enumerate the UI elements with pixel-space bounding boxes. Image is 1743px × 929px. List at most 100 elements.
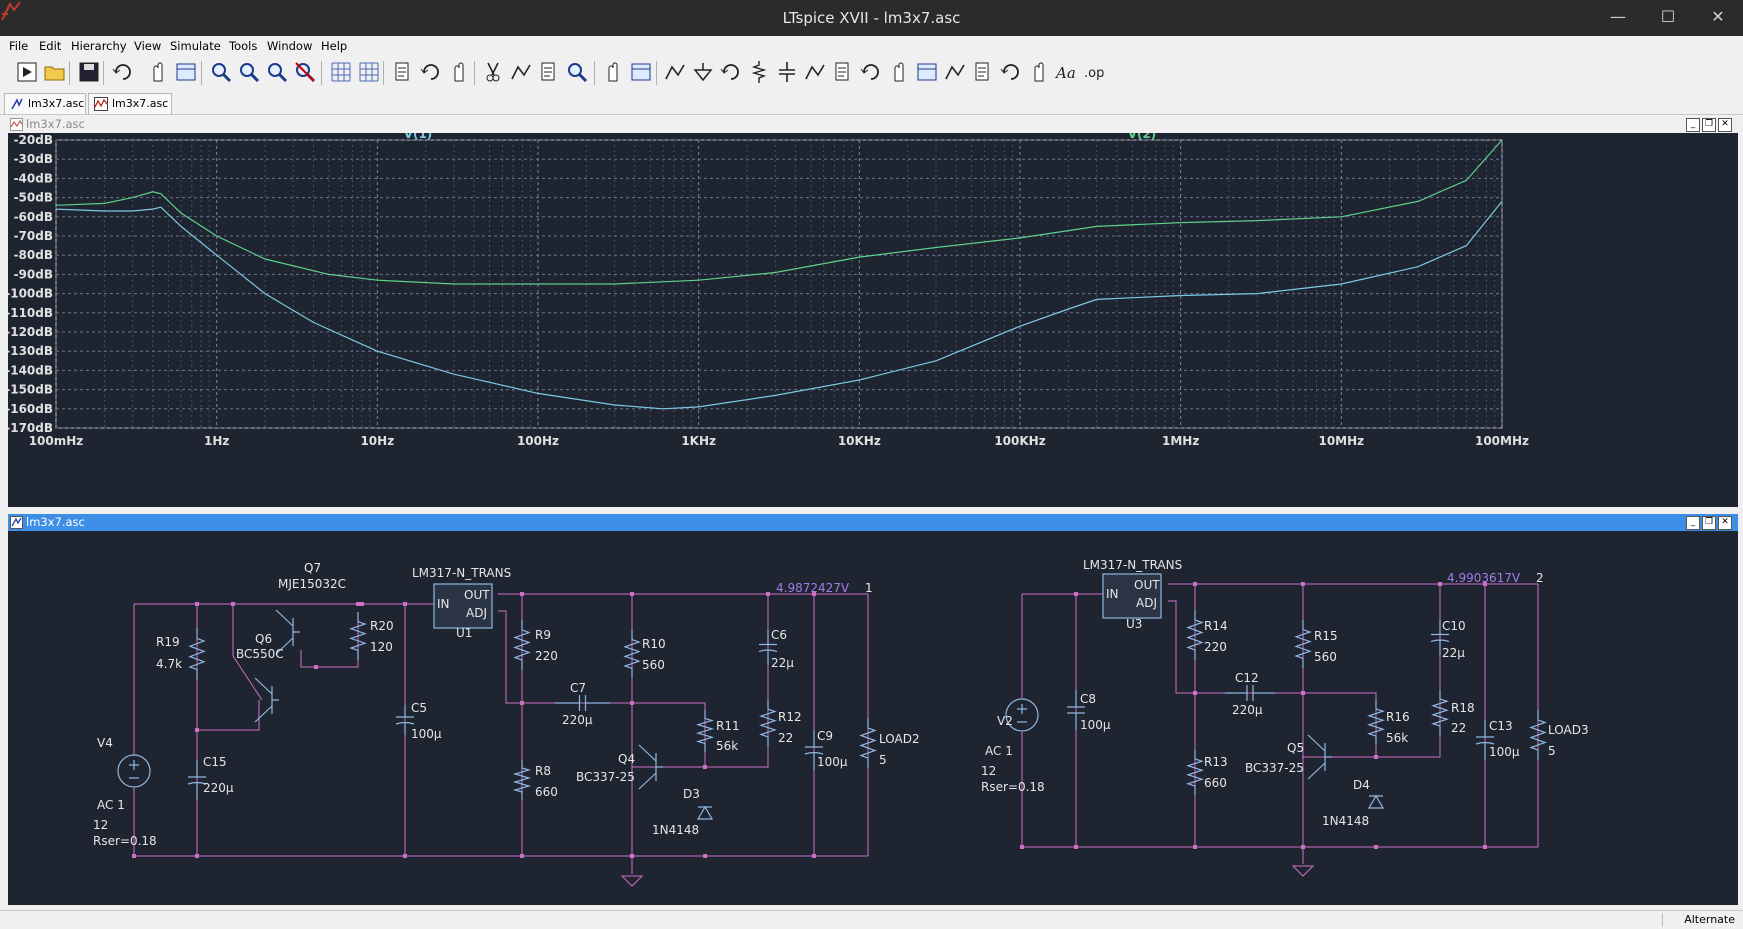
junction bbox=[766, 592, 770, 596]
junction bbox=[360, 602, 364, 606]
resistor-r12 bbox=[759, 700, 777, 746]
maximize-button[interactable]: ☐ bbox=[1660, 7, 1676, 26]
text-icon[interactable]: Aa bbox=[1054, 59, 1080, 85]
svg-text:.op: .op bbox=[1084, 66, 1104, 81]
source-v4-ac: AC 1 bbox=[97, 798, 125, 812]
plot-minimize-button[interactable]: _ bbox=[1686, 118, 1700, 132]
close-button[interactable]: ✕ bbox=[1711, 7, 1725, 26]
menu-file[interactable]: File bbox=[9, 39, 29, 53]
rotate-icon[interactable] bbox=[998, 59, 1024, 85]
redo-icon[interactable] bbox=[970, 59, 996, 85]
load2-name: LOAD2 bbox=[879, 732, 920, 746]
source-v2-rser: Rser=0.18 bbox=[981, 780, 1045, 794]
y-tick-label: -120dB bbox=[8, 325, 53, 339]
schematic-icon bbox=[10, 516, 23, 529]
zoom-area-icon[interactable] bbox=[236, 59, 262, 85]
title-bar: LTspice XVII - lm3x7.asc — ☐ ✕ bbox=[0, 0, 1743, 36]
paste-icon[interactable] bbox=[536, 59, 562, 85]
menu-edit[interactable]: Edit bbox=[39, 39, 62, 53]
plot-restore-button[interactable]: ❐ bbox=[1702, 118, 1716, 132]
c10-value: 22µ bbox=[1442, 646, 1465, 660]
x-tick-label: 10Hz bbox=[360, 434, 394, 448]
move-icon[interactable] bbox=[886, 59, 912, 85]
q4-name: Q4 bbox=[618, 752, 635, 766]
draw-wire-icon[interactable] bbox=[662, 59, 688, 85]
q5-name: Q5 bbox=[1287, 741, 1304, 755]
spice-directive-icon[interactable]: .op bbox=[1082, 59, 1108, 85]
ground-symbol-2 bbox=[1291, 865, 1315, 877]
cut-icon[interactable] bbox=[480, 59, 506, 85]
find-icon[interactable] bbox=[564, 59, 590, 85]
diode-icon[interactable] bbox=[830, 59, 856, 85]
junction bbox=[630, 701, 634, 705]
tile-icon[interactable] bbox=[446, 59, 472, 85]
control-panel-icon[interactable] bbox=[110, 59, 136, 85]
pan-hand-icon[interactable] bbox=[173, 59, 199, 85]
regulator-u1 bbox=[433, 583, 493, 629]
q5-model: BC337-25 bbox=[1245, 761, 1304, 775]
c10-name: C10 bbox=[1442, 619, 1466, 633]
grid-icon[interactable] bbox=[356, 59, 382, 85]
y-tick-label: -110dB bbox=[8, 306, 53, 320]
schematic-restore-button[interactable]: ❐ bbox=[1702, 516, 1716, 530]
tile-horizontal-icon[interactable] bbox=[390, 59, 416, 85]
zoom-out-icon[interactable] bbox=[264, 59, 290, 85]
copy-icon[interactable] bbox=[508, 59, 534, 85]
drag-icon[interactable] bbox=[914, 59, 940, 85]
capacitor-c13 bbox=[1475, 720, 1495, 760]
menu-tools[interactable]: Tools bbox=[229, 39, 258, 53]
print-icon[interactable] bbox=[628, 59, 654, 85]
menu-simulate[interactable]: Simulate bbox=[170, 39, 221, 53]
junction bbox=[132, 854, 136, 858]
open-icon[interactable] bbox=[42, 59, 68, 85]
menu-window[interactable]: Window bbox=[267, 39, 313, 53]
tab-waveform[interactable]: lm3x7.asc bbox=[88, 93, 172, 114]
legend-label-v1: V(1) bbox=[404, 133, 433, 141]
ground-icon[interactable] bbox=[690, 59, 716, 85]
resistor-icon[interactable] bbox=[746, 59, 772, 85]
u1-out-pin: OUT bbox=[464, 588, 490, 602]
r15-value: 560 bbox=[1314, 650, 1337, 664]
y-tick-label: -30dB bbox=[14, 152, 53, 166]
junction bbox=[1074, 845, 1078, 849]
menu-view[interactable]: View bbox=[134, 39, 162, 53]
plot-close-button[interactable]: ✕ bbox=[1718, 118, 1732, 132]
r16-value: 56k bbox=[1386, 731, 1408, 745]
schematic-minimize-button[interactable]: _ bbox=[1686, 516, 1700, 530]
print-setup-icon[interactable] bbox=[600, 59, 626, 85]
wire bbox=[498, 610, 706, 768]
menu-hierarchy[interactable]: Hierarchy bbox=[71, 39, 127, 53]
q7-model: MJE15032C bbox=[278, 577, 346, 591]
wire bbox=[232, 604, 263, 701]
inductor-icon[interactable] bbox=[802, 59, 828, 85]
autorange-icon[interactable] bbox=[328, 59, 354, 85]
run-icon[interactable] bbox=[14, 59, 40, 85]
undo-icon[interactable] bbox=[942, 59, 968, 85]
waveform-icon bbox=[10, 118, 23, 131]
zoom-in-icon[interactable] bbox=[208, 59, 234, 85]
ltspice-logo-icon bbox=[0, 0, 22, 22]
capacitor-c10 bbox=[1430, 620, 1450, 655]
zoom-cancel-icon[interactable] bbox=[292, 59, 318, 85]
cascade-icon[interactable] bbox=[418, 59, 444, 85]
minimize-button[interactable]: — bbox=[1610, 7, 1626, 26]
tab-schematic[interactable]: lm3x7.asc bbox=[4, 93, 86, 114]
c12-name: C12 bbox=[1235, 671, 1259, 685]
label-net-icon[interactable] bbox=[718, 59, 744, 85]
resistor-r15 bbox=[1294, 620, 1312, 668]
capacitor-c9 bbox=[804, 730, 824, 770]
junction bbox=[314, 665, 318, 669]
menu-help[interactable]: Help bbox=[321, 39, 348, 53]
junction bbox=[1374, 755, 1378, 759]
schematic-close-button[interactable]: ✕ bbox=[1718, 516, 1732, 530]
save-icon[interactable] bbox=[76, 59, 102, 85]
capacitor-icon[interactable] bbox=[774, 59, 800, 85]
load3-name: LOAD3 bbox=[1548, 723, 1589, 737]
mirror-icon[interactable] bbox=[1026, 59, 1052, 85]
u1-name: U1 bbox=[456, 626, 472, 640]
component-icon[interactable] bbox=[858, 59, 884, 85]
junction bbox=[1374, 845, 1378, 849]
halt-icon[interactable] bbox=[145, 59, 171, 85]
